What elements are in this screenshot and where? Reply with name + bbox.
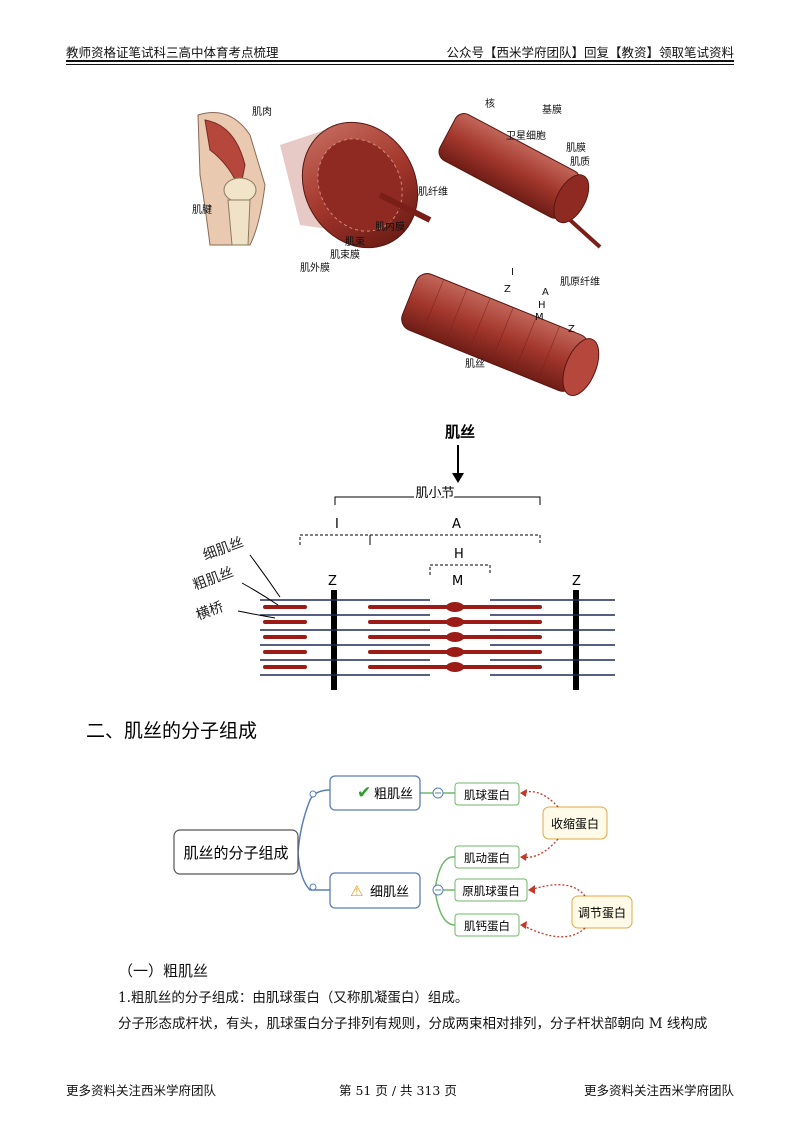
label-endomysium: 肌内膜: [375, 220, 405, 233]
page-footer: 更多资料关注西米学府团队 第 51 页 / 共 313 页 更多资料关注西米学府…: [66, 1080, 734, 1098]
label-band-i: I: [511, 267, 514, 278]
header-right: 公众号【西米学府团队】回复【教资】领取笔试资料: [446, 45, 734, 60]
label-fascicle: 肌束: [345, 236, 365, 248]
label-crossbridge: 横桥: [194, 599, 226, 624]
muscle-structure-figure: 肌肉 肌腱 肌内膜 肌束 肌束膜 肌外膜 肌纤维 核 基膜 卫星细胞 肌膜 肌质…: [192, 97, 602, 396]
label-z-line: Z: [504, 284, 511, 295]
page-header: 教师资格证笔试科三高中体育考点梳理 公众号【西米学府团队】回复【教资】领取笔试资…: [66, 38, 734, 60]
mindmap: 肌丝的分子组成 ✔ 粗肌丝 ⚠ 细肌丝 肌球蛋白 肌动蛋白 原肌球蛋白 肌钙蛋白…: [173, 775, 633, 938]
label-perimysium: 肌束膜: [330, 249, 360, 261]
mindmap-troponin: 肌钙蛋白: [464, 919, 510, 933]
header-rule: [66, 60, 734, 62]
paragraph-2: 分子形态成杆状，有头，肌球蛋白分子排列有规则，分成两束相对排列，分子杆状部朝向 …: [118, 1016, 708, 1032]
mindmap-regulatory: 调节蛋白: [578, 905, 626, 920]
label-h-zone: H: [538, 300, 546, 311]
label-i-band: I: [335, 517, 339, 532]
header-left: 教师资格证笔试科三高中体育考点梳理: [66, 45, 279, 60]
label-m-line: M: [535, 312, 544, 323]
label-z-line-2: Z: [568, 324, 575, 335]
section-title: 二、肌丝的分子组成: [86, 720, 258, 742]
check-icon: ✔: [357, 783, 371, 803]
footer-left: 更多资料关注西米学府团队: [66, 1083, 217, 1098]
label-nucleus: 核: [485, 97, 495, 110]
page-number: 第 51 页 / 共 313 页: [339, 1083, 457, 1098]
header-rule-thin: [66, 64, 734, 65]
footer-right: 更多资料关注西米学府团队: [583, 1083, 734, 1098]
label-sarcolemma: 肌膜: [566, 142, 586, 154]
mindmap-myosin: 肌球蛋白: [464, 788, 510, 802]
label-z-right: Z: [572, 574, 581, 589]
sarcomere-figure: 肌丝 肌小节 I A H M Z Z 细肌丝 粗肌丝 横桥: [191, 423, 615, 690]
label-a-band: A: [452, 517, 461, 532]
mindmap-actin: 肌动蛋白: [464, 851, 510, 865]
label-band-a: A: [542, 287, 549, 298]
label-sarcoplasm: 肌质: [570, 156, 590, 168]
mindmap-thick: 粗肌丝: [374, 787, 413, 802]
mindmap-root: 肌丝的分子组成: [183, 844, 288, 862]
label-thin-filament: 细肌丝: [201, 534, 246, 563]
label-basement: 基膜: [542, 103, 562, 116]
label-muscle: 肌肉: [252, 105, 272, 118]
label-thick-filament: 粗肌丝: [191, 564, 236, 593]
label-fiber: 肌纤维: [418, 185, 448, 198]
label-satellite: 卫星细胞: [506, 129, 546, 142]
label-z-left: Z: [328, 574, 337, 589]
label-h-zone2: H: [454, 547, 464, 562]
label-epimysium: 肌外膜: [300, 262, 330, 274]
mindmap-tropomyosin: 原肌球蛋白: [462, 884, 520, 898]
mindmap-contractile: 收缩蛋白: [551, 816, 599, 831]
paragraph-1: 1.粗肌丝的分子组成：由肌球蛋白（又称肌凝蛋白）组成。: [118, 990, 469, 1006]
warning-icon: ⚠: [350, 882, 363, 900]
label-myofibril: 肌原纤维: [560, 275, 600, 288]
subsection-title: （一）粗肌丝: [118, 962, 209, 980]
label-filament-top: 肌丝: [445, 423, 475, 441]
mindmap-thin: 细肌丝: [370, 885, 409, 900]
label-sarcomere: 肌小节: [415, 486, 454, 501]
label-tendon: 肌腱: [192, 204, 212, 216]
label-m-line2: M: [452, 574, 463, 589]
label-filament: 肌丝: [465, 358, 485, 370]
